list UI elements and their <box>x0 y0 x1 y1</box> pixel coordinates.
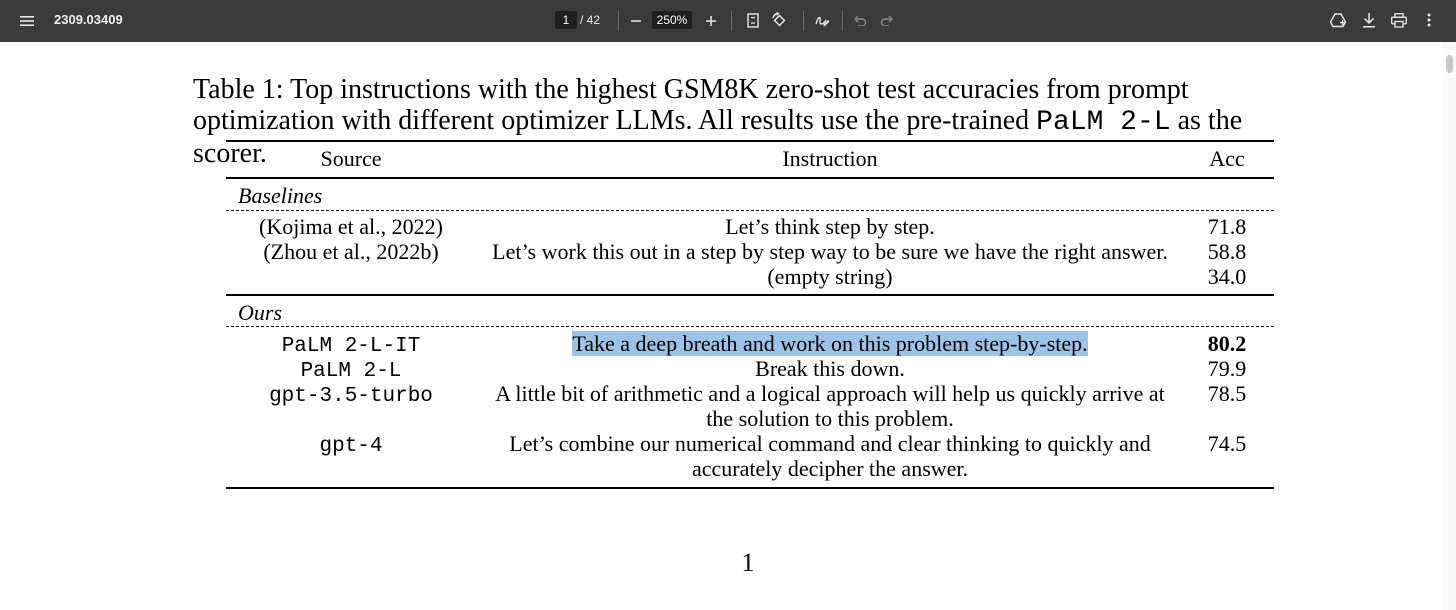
toolbar-divider <box>731 11 732 31</box>
top-rule <box>226 140 1274 142</box>
ours-source: PaLM 2-L <box>236 356 466 384</box>
caption-model: PaLM 2-L <box>1036 107 1171 138</box>
ours-acc: 79.9 <box>1207 356 1247 381</box>
ours-source: PaLM 2-L-IT <box>236 331 466 359</box>
page-number-input[interactable]: 1 <box>555 11 577 29</box>
pdf-toolbar: 2309.03409 1 / 42 250% <box>0 0 1456 42</box>
ours-dashed-rule <box>226 326 1274 327</box>
scrollbar[interactable] <box>1442 42 1456 610</box>
zoom-level-input[interactable]: 250% <box>652 11 692 29</box>
bottom-rule <box>226 487 1274 489</box>
group-label-ours: Ours <box>238 300 283 325</box>
redo-icon[interactable] <box>878 11 896 29</box>
caption-text-end: as the scorer. <box>193 105 1243 169</box>
page-total-label: / 42 <box>580 13 601 27</box>
toolbar-divider <box>618 11 619 31</box>
ours-source-model: gpt-4 <box>319 435 383 458</box>
group-label-baselines: Baselines <box>238 183 323 208</box>
rotate-icon[interactable] <box>770 11 788 29</box>
ours-source: gpt-3.5-turbo <box>236 381 466 409</box>
ours-instruction: A little bit of arithmetic and a logical… <box>495 381 1165 431</box>
toolbar-divider <box>842 11 843 31</box>
scrollbar-thumb[interactable] <box>1446 55 1453 73</box>
drive-save-icon[interactable] <box>1329 11 1347 29</box>
ours-source-model: PaLM 2-L-IT <box>281 335 421 358</box>
header-source: Source <box>320 146 382 171</box>
section-rule <box>226 294 1274 296</box>
zoom-out-icon[interactable] <box>627 12 645 30</box>
fit-page-icon[interactable] <box>744 11 762 29</box>
baseline-instruction: Let’s think step by step. <box>725 214 935 239</box>
baseline-acc: 34.0 <box>1207 264 1247 289</box>
ours-instruction: Let’s combine our numerical command and … <box>509 431 1151 481</box>
ours-acc-best: 80.2 <box>1207 331 1247 356</box>
ours-source: gpt-4 <box>236 431 466 459</box>
ours-acc: 78.5 <box>1207 381 1247 406</box>
baseline-acc: 58.8 <box>1207 239 1247 264</box>
baseline-instruction: (empty string) <box>767 264 893 289</box>
toolbar-divider <box>803 11 804 31</box>
print-icon[interactable] <box>1390 11 1408 29</box>
baseline-acc: 71.8 <box>1207 214 1247 239</box>
annotate-icon[interactable] <box>813 11 831 29</box>
baseline-instruction: Let’s work this out in a step by step wa… <box>492 239 1168 264</box>
ours-source-model: PaLM 2-L <box>300 360 402 383</box>
caption-text: Table 1: Top instructions with the highe… <box>193 74 1189 136</box>
ours-source-model: gpt-3.5-turbo <box>269 385 433 408</box>
document-title: 2309.03409 <box>54 12 123 27</box>
header-rule <box>226 177 1274 179</box>
ours-instruction: Break this down. <box>755 356 905 381</box>
zoom-in-icon[interactable] <box>702 12 720 30</box>
baselines-dashed-rule <box>226 210 1274 211</box>
header-acc: Acc <box>1209 146 1245 171</box>
header-instruction: Instruction <box>782 146 878 171</box>
baseline-source: (Zhou et al., 2022b) <box>263 239 439 264</box>
more-options-icon[interactable] <box>1420 11 1438 29</box>
baseline-source: (Kojima et al., 2022) <box>259 214 443 239</box>
ours-acc: 74.5 <box>1207 431 1247 456</box>
table-caption: Table 1: Top instructions with the highe… <box>193 74 1313 169</box>
ours-instruction: Take a deep breath and work on this prob… <box>480 331 1180 356</box>
download-icon[interactable] <box>1360 11 1378 29</box>
undo-icon[interactable] <box>851 11 869 29</box>
menu-icon[interactable] <box>18 12 36 30</box>
page-number: 1 <box>741 548 755 577</box>
highlighted-selection[interactable]: Take a deep breath and work on this prob… <box>572 331 1088 356</box>
